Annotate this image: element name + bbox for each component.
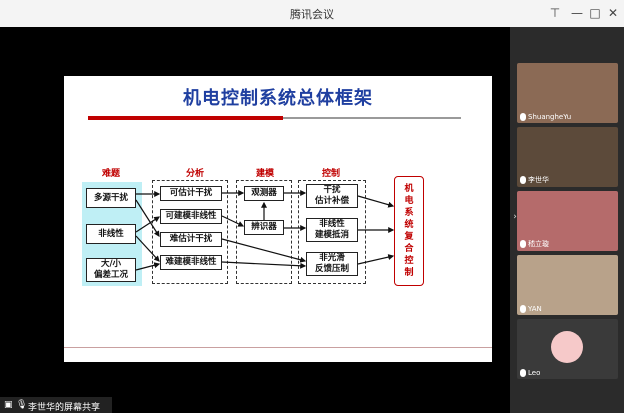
control-disturbance-compensation: 干扰 估计补偿	[306, 184, 358, 208]
participant-tile[interactable]: 嵇立璇	[517, 191, 618, 251]
participant-video	[517, 127, 618, 187]
analysis-modelable-nonlinearity: 可建模非线性	[160, 209, 222, 224]
arrow	[221, 261, 307, 269]
participant-panel: › ShuangheYu 李世华 嵇立璇 YAN Leo	[510, 27, 624, 413]
composite-control-box: 机 电 系 统 复 合 控 制	[394, 176, 424, 286]
title-underline-red	[88, 116, 283, 120]
participant-video	[517, 255, 618, 315]
problem-large-small-deviation: 大/小 偏差工况	[86, 258, 136, 282]
participant-name-row: YAN	[520, 305, 542, 313]
avatar	[551, 331, 583, 363]
participant-name: 李世华	[528, 176, 549, 184]
screen-share-status: ▣ 🎙 李世华的屏幕共享	[0, 397, 112, 413]
pin-button[interactable]: ⊤	[549, 6, 561, 20]
shared-slide: 机电控制系统总体框架 难题 分析 建模 控制 多源干扰 非线性 大/小 偏差工况…	[64, 76, 492, 362]
participant-tile[interactable]: YAN	[517, 255, 618, 315]
participant-name-row: ShuangheYu	[520, 113, 571, 121]
analysis-hard-disturbance: 难估计干扰	[160, 232, 222, 247]
participant-name-row: Leo	[520, 369, 540, 377]
mic-icon	[520, 113, 526, 121]
control-nonlinear-cancellation: 非线性 建模抵消	[306, 218, 358, 242]
participant-name-row: 嵇立璇	[520, 239, 549, 249]
screen-share-label: 李世华的屏幕共享	[28, 403, 101, 413]
mic-icon	[520, 305, 526, 313]
minimize-button[interactable]: —	[571, 6, 583, 20]
arrow	[135, 235, 160, 262]
screen-icon: ▣	[4, 400, 13, 410]
mic-icon: 🎙	[16, 400, 28, 410]
title-underline-grey	[283, 117, 461, 119]
participant-video	[517, 191, 618, 251]
analysis-estimable-disturbance: 可估计干扰	[160, 186, 222, 201]
slide-title: 机电控制系统总体框架	[183, 88, 373, 109]
arrow	[135, 216, 161, 233]
modeling-group	[236, 180, 292, 284]
arrow	[357, 254, 395, 265]
collapse-panel-icon[interactable]: ›	[513, 212, 517, 222]
mic-icon	[520, 176, 526, 184]
participant-tile[interactable]: 李世华	[517, 127, 618, 187]
section-label-analysis: 分析	[186, 169, 205, 179]
arrow	[135, 199, 160, 238]
participant-tile[interactable]: ShuangheYu	[517, 63, 618, 123]
participant-tile[interactable]: Leo	[517, 319, 618, 379]
arrow	[135, 262, 161, 271]
close-button[interactable]: ✕	[607, 6, 619, 20]
control-nonsmooth-feedback: 非光滑 反馈压制	[306, 252, 358, 276]
arrow	[221, 215, 245, 227]
maximize-button[interactable]: □	[589, 6, 601, 20]
participant-name-row: 李世华	[520, 175, 549, 185]
participant-name: YAN	[528, 305, 542, 313]
problem-multi-source-disturbance: 多源干扰	[86, 188, 136, 208]
participant-name: Leo	[528, 369, 541, 377]
analysis-group	[152, 180, 228, 284]
modeling-identifier: 辨识器	[244, 220, 284, 235]
section-label-difficulty: 难题	[102, 169, 121, 179]
participant-name: 嵇立璇	[528, 240, 549, 248]
arrow	[221, 238, 307, 263]
window-title: 腾讯会议	[290, 8, 334, 21]
participant-name: ShuangheYu	[528, 113, 572, 121]
section-label-control: 控制	[322, 169, 341, 179]
analysis-hard-nonlinearity: 难建模非线性	[160, 255, 222, 270]
slide-bottom-line	[64, 347, 492, 348]
flow-arrows	[135, 190, 395, 271]
section-label-modeling: 建模	[256, 169, 275, 179]
mic-icon	[520, 369, 526, 377]
problem-nonlinearity: 非线性	[86, 224, 136, 244]
control-group	[298, 180, 366, 284]
modeling-observer: 观测器	[244, 186, 284, 201]
mic-icon	[520, 240, 526, 248]
arrow	[357, 195, 395, 208]
title-bar: 腾讯会议 ⊤ — □ ✕	[0, 0, 624, 28]
screen-share-area: 机电控制系统总体框架 难题 分析 建模 控制 多源干扰 非线性 大/小 偏差工况…	[0, 27, 510, 413]
participant-video	[517, 63, 618, 123]
